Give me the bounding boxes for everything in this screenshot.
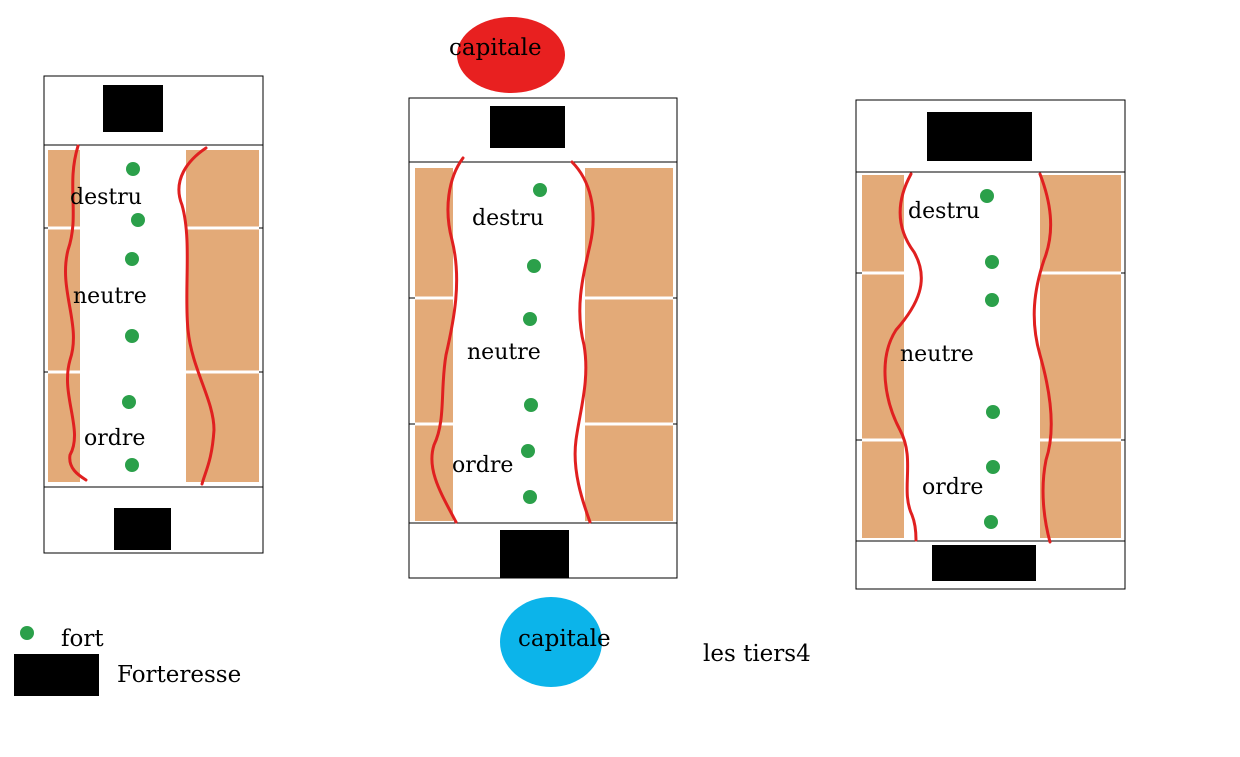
map-1-border-line-right [177,146,216,486]
map-3-terrain-left [862,175,904,538]
zone-label-ordre: ordre [452,453,513,478]
fort-icon [523,490,537,504]
map-3-border-line-left [883,172,923,542]
zone-label-neutre: neutre [73,284,147,309]
legend: fort Forteresse [14,626,241,696]
legend-fort-icon [20,626,34,640]
map-1-border-line-left [63,144,88,482]
map-3-fortress-top [927,112,1032,161]
capital-bottom-label: capitale [518,626,611,652]
map-3-terrain-right [1040,175,1121,538]
fort-icon [985,293,999,307]
map-3: destru neutre ordre [855,99,1126,590]
fort-icon [131,213,145,227]
map-2: destru neutre ordre [408,97,678,579]
capital-top-marker [457,17,565,93]
legend-fortress-icon [14,654,99,696]
legend-fortress-label: Forteresse [117,662,241,688]
capital-bottom-marker [500,597,602,687]
fort-icon [523,312,537,326]
fort-icon [122,395,136,409]
zone-label-destru: destru [908,199,980,224]
map-3-fortress-bottom [932,545,1036,581]
capital-top: capitale [449,17,565,93]
map-1-fortress-top [103,85,163,132]
map-2-terrain-right [585,168,673,521]
fort-icon [125,329,139,343]
fort-icon [984,515,998,529]
zone-label-destru: destru [70,185,142,210]
fort-icon [527,259,541,273]
map-2-fortress-top [490,106,565,148]
fort-icon [986,460,1000,474]
fort-icon [985,255,999,269]
map-1: destru neutre ordre [43,75,264,554]
zone-label-neutre: neutre [467,340,541,365]
zone-label-destru: destru [472,206,544,231]
fort-icon [980,189,994,203]
map-2-border-line-right [570,160,595,524]
fort-icon [126,162,140,176]
map-2-fortress-bottom [500,530,569,578]
zone-label-neutre: neutre [900,342,974,367]
zone-label-ordre: ordre [84,426,145,451]
fort-icon [533,183,547,197]
map-3-border-line-right [1032,172,1053,544]
fort-icon [125,252,139,266]
caption: les tiers4 [703,641,811,667]
legend-fort-label: fort [61,626,104,652]
fort-icon [521,444,535,458]
capital-top-label: capitale [449,35,542,61]
map-2-border-line-left [430,156,465,524]
map-1-fortress-bottom [114,508,171,550]
map-2-terrain-left [415,168,453,521]
zone-label-ordre: ordre [922,475,983,500]
fort-icon [125,458,139,472]
map-1-terrain-right [186,150,259,482]
fort-icon [986,405,1000,419]
fort-icon [524,398,538,412]
capital-bottom: capitale [500,597,611,687]
